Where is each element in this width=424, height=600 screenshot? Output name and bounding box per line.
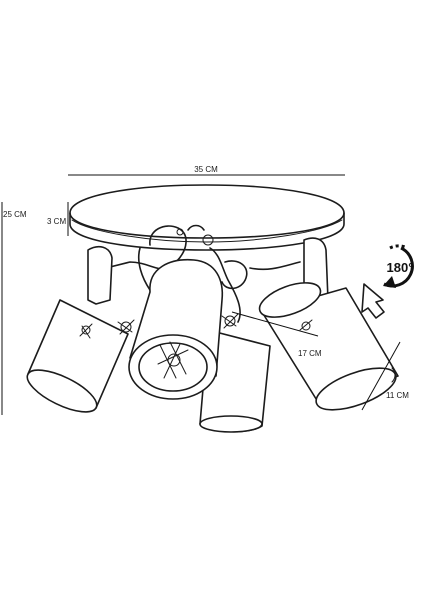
ceiling-base [69,184,345,251]
arm-length-label: 17 CM [298,349,322,358]
spotlight-head-front [117,258,239,400]
base-thickness-label: 3 CM [47,217,66,226]
rotation-label: 180° [387,260,414,275]
spotlight-head-right [258,237,399,411]
arm-length-dimension: 17 CM [231,311,322,358]
shade-diameter-label: 11 CM [386,391,409,400]
width-dimension: 35 CM [68,165,345,176]
width-label: 35 CM [194,165,218,174]
shade-diameter-dimension: 11 CM [361,341,409,411]
height-label: 25 CM [3,210,27,219]
spotlight-head-left [26,245,129,413]
rotate-180-icon: 180° [383,244,414,288]
base-thickness-dimension: 3 CM [47,202,69,236]
lamp-wiring [105,224,301,323]
height-dimension: 25 CM [1,202,27,415]
up-right-arrow-icon [361,283,385,319]
